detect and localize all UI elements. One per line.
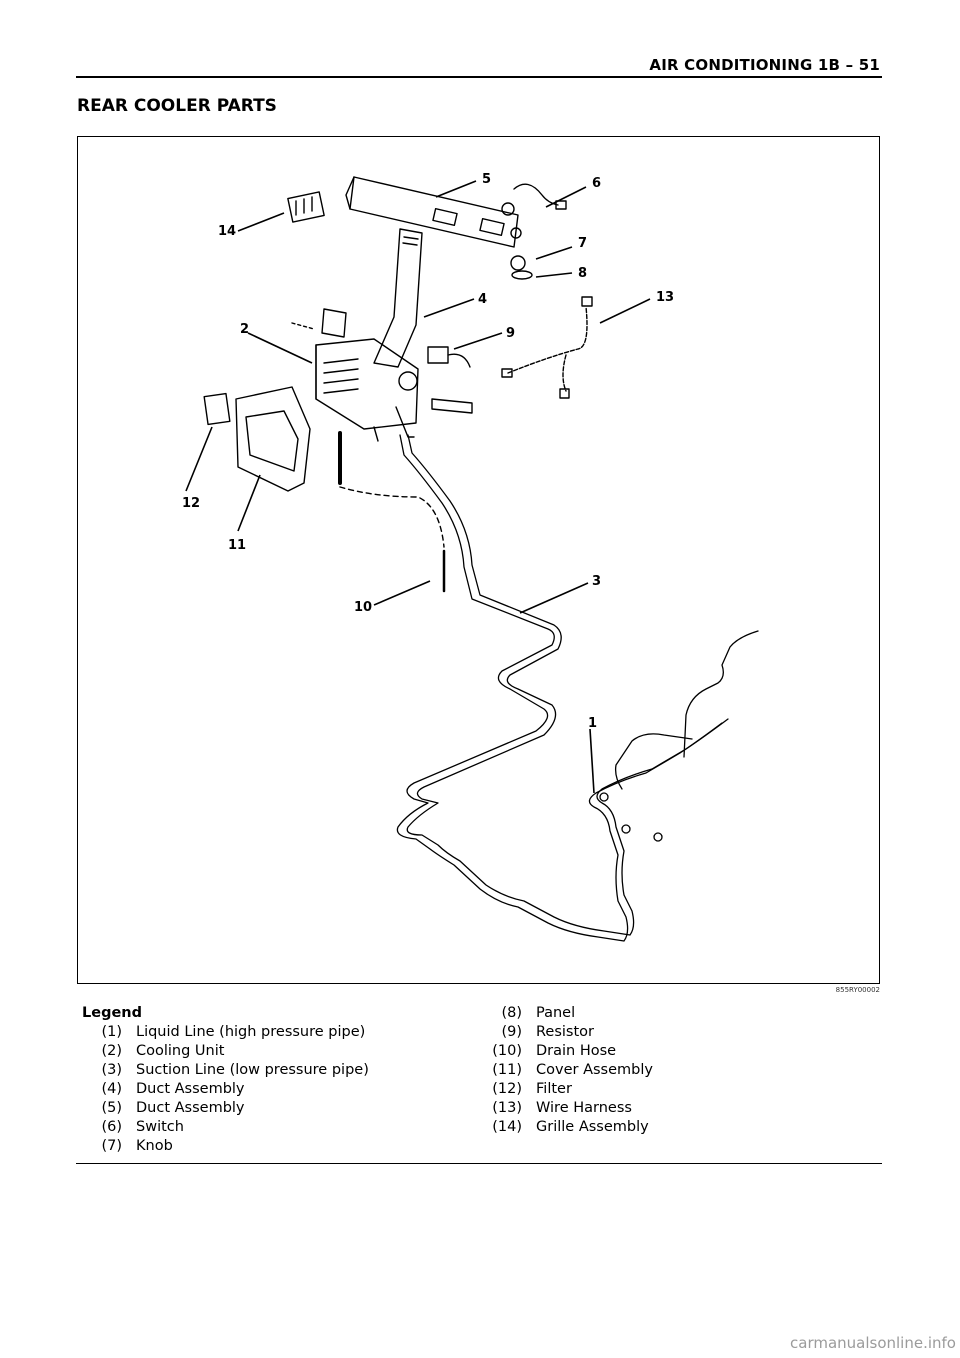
legend-item: (3) Suction Line (low pressure pipe) [82, 1061, 369, 1080]
legend-item-label: Cooling Unit [136, 1043, 225, 1059]
resistor-drawing [427, 346, 449, 364]
legend-item-number: (13) [492, 1100, 522, 1116]
page-header-title: AIR CONDITIONING 1B – 51 [649, 56, 880, 74]
drain-hose-drawing [338, 431, 446, 593]
legend-item-label: Duct Assembly [136, 1081, 245, 1097]
callout-label: 5 [482, 172, 491, 187]
parts-diagram-frame: 5 6 14 7 8 4 13 2 9 12 11 3 10 1 [77, 136, 880, 984]
legend-left-column: Legend (1) Liquid Line (high pressure pip… [82, 1004, 369, 1156]
callout-label: 7 [578, 236, 587, 251]
callout-label: 13 [656, 290, 674, 305]
switch-drawing [501, 183, 567, 216]
legend-item-number: (6) [101, 1119, 122, 1135]
legend-item-label: Grille Assembly [536, 1119, 649, 1135]
callout-labels: 5 6 14 7 8 4 13 2 9 12 11 3 10 1 [182, 172, 674, 731]
legend-item: (6) Switch [82, 1118, 369, 1137]
legend-item-label: Wire Harness [536, 1100, 632, 1116]
legend-item: (5) Duct Assembly [82, 1099, 369, 1118]
legend-item: (7) Knob [82, 1137, 369, 1156]
legend-item-label: Liquid Line (high pressure pipe) [136, 1024, 366, 1040]
legend-item-label: Drain Hose [536, 1043, 617, 1059]
legend-item-number: (7) [101, 1138, 122, 1154]
panel-drawing [511, 270, 533, 280]
legend-item-number: (3) [101, 1062, 122, 1078]
knob-drawing [510, 255, 526, 271]
parts-diagram: 5 6 14 7 8 4 13 2 9 12 11 3 10 1 [182, 172, 759, 942]
filter-drawing [203, 392, 231, 426]
callout-label: 12 [182, 496, 200, 511]
legend-item-label: Panel [536, 1005, 576, 1021]
callout-label: 1 [588, 716, 597, 731]
header-divider [76, 76, 882, 78]
duct-assembly-vertical-drawing [373, 228, 423, 368]
watermark: carmanualsonline.info [790, 1334, 956, 1352]
legend-item-label: Filter [536, 1081, 572, 1097]
legend-item-label: Suction Line (low pressure pipe) [136, 1062, 369, 1078]
legend-item-number: (4) [101, 1081, 122, 1097]
cover-assembly-drawing [235, 386, 311, 492]
legend-item-number: (9) [501, 1024, 522, 1040]
legend-item-number: (1) [101, 1024, 122, 1040]
legend-item-label: Switch [136, 1119, 184, 1135]
legend-item: (8) Panel [482, 1004, 653, 1023]
legend-item-label: Resistor [536, 1024, 594, 1040]
legend-item-number: (12) [492, 1081, 522, 1097]
bottom-divider [76, 1163, 882, 1164]
legend-item-number: (2) [101, 1043, 122, 1059]
legend-item-number: (11) [492, 1062, 522, 1078]
callout-label: 10 [354, 600, 372, 615]
legend-heading: Legend [82, 1005, 142, 1021]
legend-item-label: Knob [136, 1138, 173, 1154]
legend-item: (10) Drain Hose [482, 1042, 653, 1061]
figure-code: 855RY00002 [835, 986, 880, 994]
pipe-lines-drawing [396, 434, 759, 942]
callout-label: 9 [506, 326, 515, 341]
legend-item-number: (8) [501, 1005, 522, 1021]
legend-item: (12) Filter [482, 1080, 653, 1099]
legend-item-number: (14) [492, 1119, 522, 1135]
callout-label: 3 [592, 574, 601, 589]
legend-item-number: (10) [492, 1043, 522, 1059]
legend-item: (13) Wire Harness [482, 1099, 653, 1118]
callout-label: 14 [218, 224, 236, 239]
legend-item-number: (5) [101, 1100, 122, 1116]
legend-item-label: Duct Assembly [136, 1100, 245, 1116]
legend-item: (9) Resistor [482, 1023, 653, 1042]
callout-label: 11 [228, 538, 246, 553]
legend-item-label: Cover Assembly [536, 1062, 653, 1078]
legend-item: (1) Liquid Line (high pressure pipe) [82, 1023, 369, 1042]
section-title: REAR COOLER PARTS [77, 96, 277, 116]
duct-assembly-upper-drawing [345, 176, 522, 248]
callout-label: 8 [578, 266, 587, 281]
legend-item: (2) Cooling Unit [82, 1042, 369, 1061]
callout-label: 6 [592, 176, 601, 191]
legend-item: (4) Duct Assembly [82, 1080, 369, 1099]
grille-drawing [287, 191, 325, 223]
legend-item: (14) Grille Assembly [482, 1118, 653, 1137]
wire-harness-drawing [501, 296, 593, 399]
legend-right-column: (8) Panel (9) Resistor (10) Drain Hose (11)… [482, 1004, 653, 1137]
legend-item: (11) Cover Assembly [482, 1061, 653, 1080]
callout-label: 4 [478, 292, 487, 307]
callout-label: 2 [240, 322, 249, 337]
cooling-unit-drawing [315, 338, 419, 442]
